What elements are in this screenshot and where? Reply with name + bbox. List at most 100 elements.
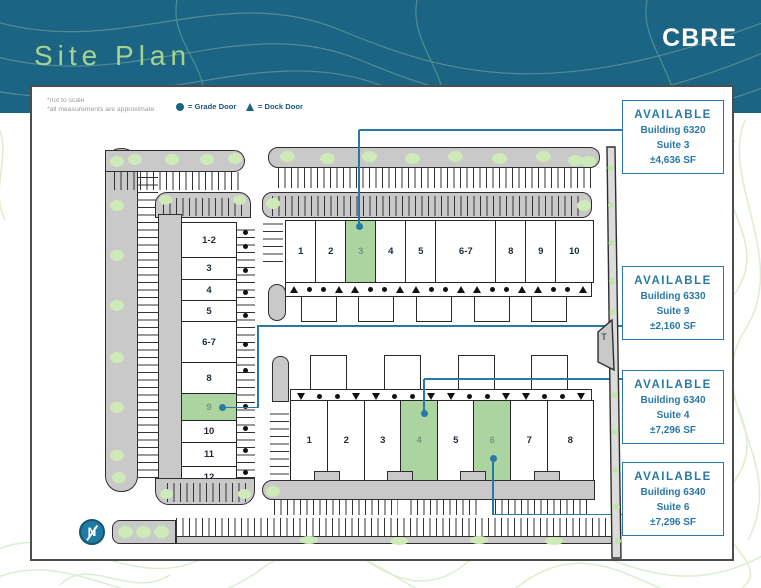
grade-door-icon [564,287,570,292]
availability-status: AVAILABLE [634,275,712,287]
dock-door-icon [447,392,456,400]
tree [536,151,551,162]
dock-door-icon [473,286,482,293]
suite-label: 6 [489,435,495,446]
suite-cell-6330-8: 8 [181,362,237,395]
tree [128,154,142,165]
suite-label: 3 [206,263,212,275]
building-bumpout [531,355,568,391]
suite-cell-6340-7: 7 [510,400,549,481]
callout-area: ±2,160 SF [649,321,697,332]
callout-area: ±7,296 SF [649,425,697,436]
suite-cell-6320-10: 10 [555,220,594,283]
suite-cell-6330-1-2: 1-2 [181,222,237,259]
suite-cell-6320-6-7: 6-7 [435,220,497,283]
tree [154,526,169,538]
suite-label: 4 [206,284,212,296]
dock-door-icon [351,286,360,293]
suite-label: 2 [328,246,334,257]
suite-cell-6330-3: 3 [181,257,237,281]
grade-door-icon [307,287,313,292]
grade-door-icon [551,287,557,292]
callout-line [257,326,259,408]
suite-cell-6320-8: 8 [495,220,527,283]
suite-label: 1-2 [202,234,216,246]
dock-door-icon [246,102,254,111]
building-corridor [158,214,182,482]
tree [110,200,124,211]
suite-cell-6340-4: 4 [400,400,439,481]
legend-label: = Grade Door [188,102,237,111]
suite-label: 6-7 [202,336,216,348]
tree [266,486,280,497]
compass-letter: N [87,525,97,539]
tree [470,536,488,544]
grade-door-icon [368,287,374,292]
tree [110,250,124,261]
hatch-gap [398,500,410,515]
suite-label: 2 [343,435,349,446]
suite-label: 8 [567,435,573,446]
suite-label: 1 [298,246,304,257]
callout-line [424,378,622,380]
suite-label: 12 [204,472,215,483]
suite-label: 10 [203,426,215,438]
suite-cell-6320-1: 1 [285,220,317,283]
parking-stalls [163,198,243,216]
suite-label: 5 [453,435,459,446]
grade-door-icon [484,393,490,399]
tree [581,156,596,167]
suite-label: 6-7 [458,246,473,257]
dock-door-icon [395,286,404,293]
parking-stalls [270,410,289,482]
parking-stalls [278,168,592,188]
dock-door-icon [576,392,585,400]
tree [165,154,179,165]
tree [492,153,507,164]
tree [110,450,124,461]
tree [577,200,591,211]
callout-line [222,406,258,409]
callout-building: Building 6330 [640,291,706,302]
parking-stalls [138,168,158,478]
suite-label: 11 [203,449,215,461]
building-bumpout [384,355,421,391]
suite-cell-6320-9: 9 [525,220,557,283]
parking-stalls [237,226,255,478]
building-bumpout [301,296,337,322]
tree [200,154,214,165]
availability-status: AVAILABLE [634,471,712,483]
callout-dot [420,409,428,417]
dock-door-icon [534,286,543,293]
grade-door-icon [243,313,248,318]
tree [238,489,251,499]
parking-lot [268,147,600,168]
page-title: Site Plan [34,40,192,71]
callout-line [423,379,425,414]
callout-building: Building 6340 [640,395,706,406]
grade-door-icon [243,470,248,475]
parking-stalls [176,518,612,537]
dock-door-icon [297,392,306,400]
callout-building: Building 6340 [640,487,706,498]
plan-notes: *not to scale *all measurements are appr… [47,96,154,114]
note-line: *all measurements are approximate [47,106,155,113]
tree [390,537,408,545]
suite-cell-6340-2: 2 [327,400,366,481]
dock-door-icon [426,392,435,400]
callout-suite: Suite 3 [656,140,690,151]
suite-cell-6330-5: 5 [181,300,237,323]
grade-door-icon [429,287,435,292]
callout-line [493,513,622,516]
cbre-logo: CBRE [662,24,737,52]
dock-door-icon [578,286,587,293]
grade-door-icon [467,393,473,399]
dock-door-icon [351,392,360,400]
availability-status: AVAILABLE [634,379,712,391]
building-bumpout [531,296,567,322]
callout-suite: Suite 9 [656,306,690,317]
suite-label: 5 [418,246,424,257]
callout-building: Building 6320 [640,125,706,136]
